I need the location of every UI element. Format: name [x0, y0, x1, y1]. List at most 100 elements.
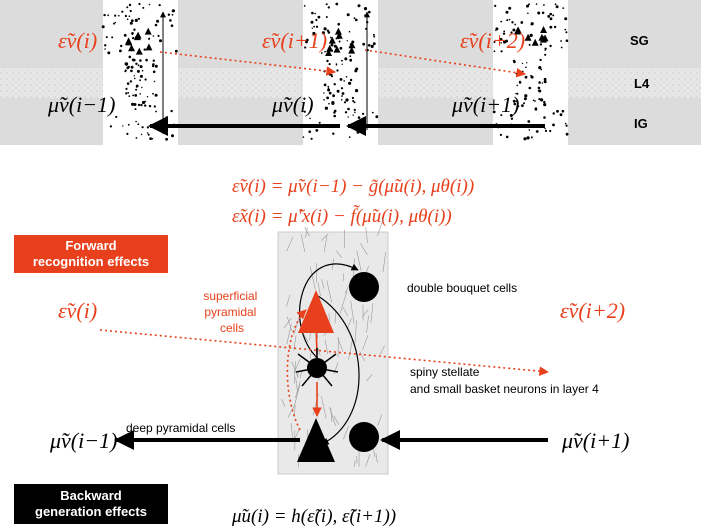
neuron-dot [514, 23, 517, 26]
dendrite-stroke [291, 361, 299, 378]
neuron-dot [519, 80, 521, 83]
neuron-dot [550, 26, 553, 29]
dendrite-stroke [295, 377, 298, 393]
neuron-dot [502, 32, 506, 35]
top-error-label-3: ε̃v(i+2) [460, 28, 525, 53]
neuron-dot [372, 42, 376, 46]
neuron-dot [124, 14, 127, 18]
neuron-dot [331, 101, 335, 105]
neuron-dot [170, 109, 173, 113]
neuron-dot [130, 65, 134, 69]
neuron-dot [555, 5, 559, 9]
neuron-dot [133, 75, 135, 77]
neuron-dot [127, 91, 130, 94]
neuron-dot [137, 17, 140, 20]
neuron-dot [136, 69, 140, 73]
neuron-dot [528, 86, 532, 90]
neuron-dot [107, 14, 109, 17]
neuron-dot [165, 137, 169, 141]
layer-label-ig: IG [634, 116, 648, 131]
neuron-dot [521, 104, 524, 107]
neuron-dot [549, 129, 552, 133]
neuron-dot [339, 46, 343, 50]
neuron-dot [135, 137, 138, 139]
neuron-dot [492, 110, 496, 114]
neuron-dot [141, 100, 146, 105]
neuron-dot [348, 81, 352, 85]
dendrite-stroke [326, 280, 332, 303]
neuron-dot [513, 102, 517, 106]
neuron-dot [131, 33, 133, 36]
neuron-dot [356, 130, 360, 134]
forward-arrow-2 [364, 49, 526, 78]
neuron-dot [543, 100, 546, 104]
dendrite-stroke [304, 227, 310, 237]
neuron-dot [327, 87, 330, 90]
neuron-dot [134, 108, 137, 111]
dendrite-stroke [321, 279, 325, 289]
dendrite-stroke [328, 313, 331, 322]
neuron-dot [340, 87, 344, 90]
pyramidal-soma [540, 26, 548, 34]
neuron-dot [315, 129, 319, 132]
pyramidal-soma [333, 45, 341, 53]
neuron-dot [506, 19, 509, 22]
neuron-dot [330, 36, 332, 39]
top-mu-label-2: μ̃v(i) [271, 92, 314, 117]
neuron-dot [351, 96, 354, 100]
neuron-dot [549, 17, 553, 21]
neuron-dot [305, 40, 308, 44]
neuron-dot [565, 39, 569, 42]
neuron-dot [154, 23, 158, 27]
neuron-dot [543, 103, 547, 107]
neuron-dot [137, 123, 140, 126]
neuron-dot [327, 6, 330, 9]
neuron-dot [143, 48, 146, 51]
neuron-dot [132, 36, 135, 40]
neuron-dot [145, 58, 148, 62]
neuron-dot [340, 99, 343, 101]
neuron-dot [139, 93, 141, 95]
neuron-dot [129, 9, 132, 13]
neuron-dot [528, 3, 530, 6]
dendrite-stroke [354, 319, 357, 343]
neuron-dot [302, 136, 305, 138]
neuron-dot [343, 80, 346, 82]
neuron-dot [328, 91, 332, 95]
neuron-dot [559, 113, 563, 117]
neuron-dot [523, 137, 527, 141]
neuron-dot [344, 57, 348, 61]
neuron-dot [530, 74, 532, 77]
neuron-dot [525, 66, 527, 69]
pyramidal-soma [325, 49, 333, 57]
neuron-dot [508, 6, 512, 10]
neuron-dot [135, 120, 137, 123]
right-error-label: ε̃v(i+2) [560, 298, 625, 323]
neuron-dot [321, 31, 325, 35]
neuron-dot [174, 49, 178, 53]
deep-pyramidal-cell [297, 418, 335, 462]
neuron-dot [530, 136, 533, 139]
neuron-dot [516, 84, 518, 87]
neuron-dot [141, 86, 143, 89]
dendrite-stroke [359, 351, 365, 362]
neuron-dot [312, 31, 316, 36]
dendrite-stroke [356, 250, 362, 271]
dendrite-stroke [333, 415, 340, 425]
neuron-dot [352, 114, 354, 116]
dendrite-stroke [375, 453, 378, 464]
neuron-dot [171, 9, 175, 13]
neuron-dot [538, 66, 542, 70]
neuron-dot [141, 69, 144, 72]
neuron-dot [500, 42, 502, 44]
neuron-dot [534, 100, 536, 102]
neuron-dot [170, 24, 174, 28]
dendrite-stroke [281, 398, 286, 407]
neuron-dot [499, 37, 503, 41]
dendrite-stroke [329, 406, 336, 426]
dendrite-stroke [321, 233, 329, 241]
neuron-dot [357, 116, 361, 119]
neuron-dot [118, 14, 120, 17]
neuron-dot [133, 103, 137, 106]
neuron-dot [538, 98, 541, 101]
